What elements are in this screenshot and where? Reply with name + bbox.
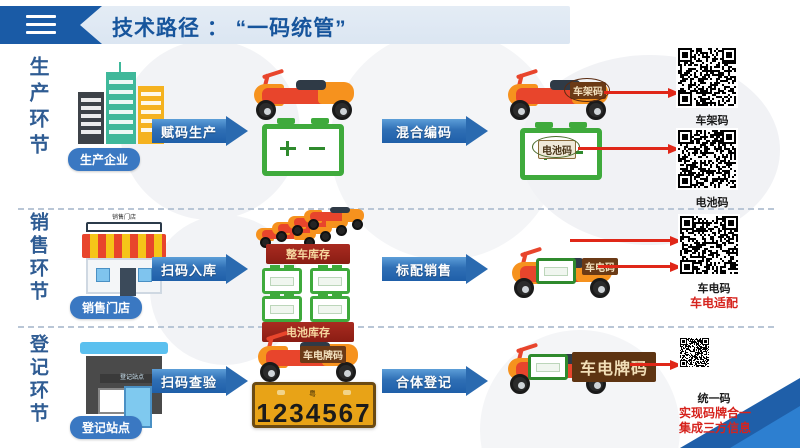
vehicle-code-chip: 车电牌码	[300, 346, 346, 363]
corner-accent-secondary	[730, 406, 800, 448]
qr-code-vehicle-battery	[678, 214, 740, 276]
qr-code-vehicle	[676, 46, 738, 108]
red-arrow-bottom	[598, 262, 682, 272]
row-divider	[18, 208, 774, 210]
arrow-label-1: 扫码查验	[160, 374, 217, 390]
battery-stock-item	[262, 293, 302, 322]
actor-badge-store: 销售门店	[70, 296, 143, 319]
battery-stock-label: 电池库存	[262, 322, 354, 342]
qr-label-vehicle: 车架码	[695, 115, 729, 127]
scooter-icon	[248, 68, 358, 120]
stage-label-registration: 登记环节	[26, 334, 48, 426]
stage-row-production: 生产环节 生产企业 赋码生产	[0, 46, 800, 210]
arrow-scan-verify: 扫码查验	[152, 366, 248, 396]
installed-battery-icon	[528, 354, 568, 380]
vehicle-stock-label: 整车库存	[266, 244, 350, 264]
actor-badge-station: 登记站点	[70, 416, 143, 439]
arrow-label-1: 赋码生产	[160, 124, 217, 140]
vehicle-stock-stack	[256, 207, 366, 254]
hamburger-icon[interactable]	[26, 15, 56, 35]
actor-badge-producer: 生产企业	[68, 148, 141, 171]
header-bar	[60, 6, 570, 44]
red-arrow-to-unified-qr	[630, 360, 682, 370]
registration-note: 实现码牌合一 集成三方信息	[650, 406, 780, 436]
qr-label-vehicle-battery: 车电码	[697, 283, 731, 295]
station-sign-text: 登记站点	[100, 374, 164, 383]
arrow-combined-registration: 合体登记	[382, 366, 488, 396]
red-arrow-to-vehicle-qr	[604, 88, 680, 98]
installed-battery-icon	[536, 258, 576, 284]
stage-row-sales: 销售环节 销售门店 销售门店 扫码入库 整车库存	[0, 207, 800, 342]
license-plate: 粤 1234567	[252, 382, 376, 428]
arrow-mixed-code: 混合编码	[382, 116, 488, 146]
arrow-label-2: 合体登记	[395, 374, 452, 390]
combined-code-sticker: 车电牌码	[572, 352, 657, 382]
store-sign-text: 销售门店	[111, 215, 136, 221]
stage-row-registration: 登记环节 登记站点 登记站点 扫码查验 车电牌码 粤 1234567	[0, 330, 800, 448]
plate-region-text: 粤	[309, 391, 319, 398]
qr-code-unified	[678, 336, 711, 369]
battery-icon	[262, 118, 344, 176]
stage-label-sales: 销售环节	[26, 212, 48, 304]
red-arrow-top	[570, 236, 682, 246]
battery-stock-item	[262, 265, 302, 294]
stage-label-production: 生产环节	[26, 56, 48, 160]
battery-code-highlight	[532, 136, 580, 158]
arrow-scan-inbound: 扫码入库	[152, 254, 248, 284]
qr-label-battery: 电池码	[695, 197, 729, 209]
battery-stock-item	[310, 293, 350, 322]
vehicle-code-highlight	[564, 78, 610, 102]
battery-stock-item	[310, 265, 350, 294]
arrow-assign-code: 赋码生产	[152, 116, 248, 146]
plate-number: 1234567	[256, 398, 372, 428]
arrow-label-2: 标配销售	[395, 262, 452, 278]
slide-header: 技术路径 ： “一码统管”	[0, 6, 800, 46]
red-arrow-to-battery-qr	[578, 144, 680, 154]
registration-note-line2: 集成三方信息	[678, 421, 751, 435]
page-title: 技术路径 ： “一码统管”	[112, 17, 347, 40]
arrow-label-1: 扫码入库	[160, 262, 217, 278]
arrow-label-2: 混合编码	[395, 124, 452, 140]
qr-code-battery	[676, 128, 738, 190]
registration-note-line1: 实现码牌合一	[678, 406, 751, 420]
qr-label-unified: 统一码	[697, 393, 731, 405]
arrow-standard-sale: 标配销售	[382, 254, 488, 284]
row-divider	[18, 326, 774, 328]
sales-note: 车电适配	[689, 296, 738, 310]
store-front-icon: 销售门店	[78, 215, 170, 296]
